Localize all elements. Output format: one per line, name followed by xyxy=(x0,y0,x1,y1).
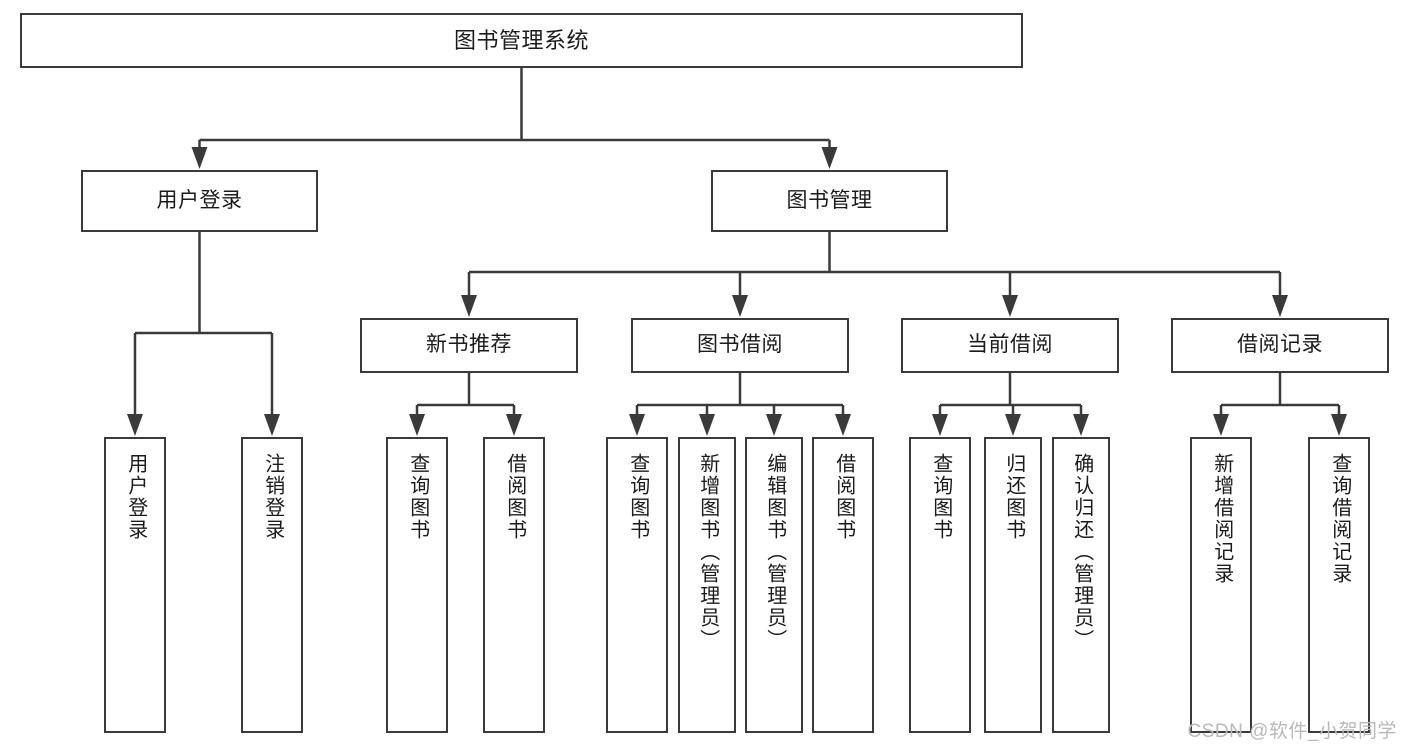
node-current-borrow[interactable]: 当前借阅 xyxy=(901,318,1119,373)
node-user-login[interactable]: 用户登录 xyxy=(81,170,318,232)
node-leaf-edit-book-label: 编辑图书（管理员） xyxy=(763,453,786,651)
node-leaf-query-record-label: 查询借阅记录 xyxy=(1328,453,1351,585)
node-book-manage-label: 图书管理 xyxy=(786,188,873,212)
node-leaf-borrow-book-1-label: 借阅图书 xyxy=(503,453,526,541)
node-leaf-query-book-1-label: 查询图书 xyxy=(406,453,429,541)
node-leaf-query-record[interactable]: 查询借阅记录 xyxy=(1308,437,1370,733)
node-new-book-recommend-label: 新书推荐 xyxy=(426,333,512,357)
node-leaf-add-book[interactable]: 新增图书（管理员） xyxy=(678,437,736,733)
node-leaf-add-book-label: 新增图书（管理员） xyxy=(696,453,719,651)
node-leaf-add-record[interactable]: 新增借阅记录 xyxy=(1190,437,1252,733)
node-root-label: 图书管理系统 xyxy=(453,27,589,53)
node-root[interactable]: 图书管理系统 xyxy=(20,13,1023,68)
node-leaf-user-login[interactable]: 用户登录 xyxy=(104,437,166,733)
node-leaf-edit-book[interactable]: 编辑图书（管理员） xyxy=(745,437,803,733)
node-leaf-confirm-return[interactable]: 确认归还（管理员） xyxy=(1052,437,1110,733)
node-leaf-borrow-book-2[interactable]: 借阅图书 xyxy=(812,437,874,733)
node-leaf-confirm-return-label: 确认归还（管理员） xyxy=(1070,453,1093,651)
node-borrow-record[interactable]: 借阅记录 xyxy=(1171,318,1389,373)
node-book-manage[interactable]: 图书管理 xyxy=(711,170,948,232)
node-user-login-label: 用户登录 xyxy=(156,188,243,212)
node-book-borrow[interactable]: 图书借阅 xyxy=(631,318,849,373)
node-leaf-query-book-3-label: 查询图书 xyxy=(929,453,952,541)
node-leaf-return-book-label: 归还图书 xyxy=(1002,453,1025,541)
node-leaf-logout-login[interactable]: 注销登录 xyxy=(241,437,303,733)
node-new-book-recommend[interactable]: 新书推荐 xyxy=(360,318,578,373)
node-leaf-borrow-book-1[interactable]: 借阅图书 xyxy=(483,437,545,733)
node-leaf-return-book[interactable]: 归还图书 xyxy=(984,437,1042,733)
watermark: CSDN @软件_小贺同学 xyxy=(1187,721,1397,742)
node-leaf-query-book-2[interactable]: 查询图书 xyxy=(606,437,668,733)
node-leaf-borrow-book-2-label: 借阅图书 xyxy=(832,453,855,541)
node-leaf-logout-login-label: 注销登录 xyxy=(261,453,284,541)
node-leaf-query-book-2-label: 查询图书 xyxy=(626,453,649,541)
node-current-borrow-label: 当前借阅 xyxy=(967,333,1053,357)
node-leaf-query-book-3[interactable]: 查询图书 xyxy=(909,437,971,733)
node-borrow-record-label: 借阅记录 xyxy=(1237,333,1323,357)
node-book-borrow-label: 图书借阅 xyxy=(697,333,783,357)
node-leaf-add-record-label: 新增借阅记录 xyxy=(1210,453,1233,585)
node-leaf-query-book-1[interactable]: 查询图书 xyxy=(386,437,448,733)
node-leaf-user-login-label: 用户登录 xyxy=(124,453,147,541)
